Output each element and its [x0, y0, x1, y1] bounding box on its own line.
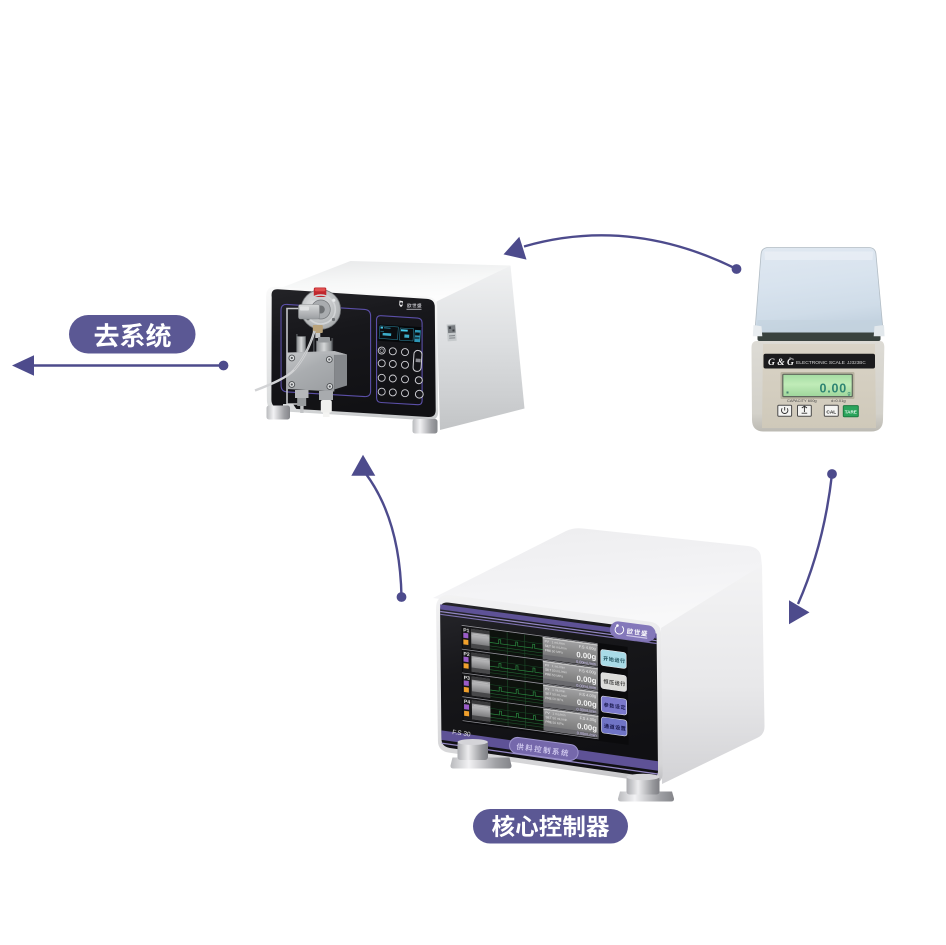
svg-text:1 mL/min: 1 mL/min — [552, 664, 565, 670]
svg-text:SET: SET — [545, 691, 551, 696]
svg-text:P3: P3 — [464, 675, 470, 682]
svg-text:0.00mL/min: 0.00mL/min — [577, 731, 597, 738]
svg-text:50 mL/min: 50 mL/min — [552, 645, 567, 651]
svg-text:PRE: PRE — [545, 672, 552, 677]
svg-text:0.00: 0.00 — [819, 382, 847, 396]
svg-text:50 mL/min: 50 mL/min — [552, 716, 567, 722]
svg-text:50 MPa: 50 MPa — [552, 673, 563, 678]
svg-text:SET: SET — [545, 644, 551, 649]
svg-text:P4: P4 — [464, 699, 470, 706]
svg-text:F.S 4.00g: F.S 4.00g — [579, 691, 596, 698]
svg-text:50 mL/min: 50 mL/min — [552, 692, 567, 698]
svg-text:P1: P1 — [463, 628, 469, 635]
svg-text:®: ® — [789, 357, 792, 361]
svg-text:PRE: PRE — [545, 720, 552, 725]
svg-text:PV: PV — [545, 663, 550, 668]
svg-text:1 mL/min: 1 mL/min — [552, 688, 565, 694]
svg-text:F.S 4.00g: F.S 4.00g — [579, 668, 596, 675]
svg-text:50 MPa: 50 MPa — [552, 697, 563, 702]
svg-text:PV: PV — [545, 711, 550, 716]
svg-text:F.S 30: F.S 30 — [452, 729, 472, 738]
svg-text:d=0.01g: d=0.01g — [831, 398, 846, 403]
svg-text:PV: PV — [545, 687, 550, 692]
svg-text:PRE: PRE — [545, 648, 552, 653]
svg-text:SET: SET — [545, 715, 551, 720]
svg-text:PRE: PRE — [545, 696, 552, 701]
svg-text:F.S 4.00g: F.S 4.00g — [580, 715, 597, 722]
svg-text:0.00g: 0.00g — [577, 721, 597, 733]
svg-text:50 mL/min: 50 mL/min — [552, 669, 567, 675]
svg-text:PV: PV — [545, 639, 550, 644]
svg-text:TARE: TARE — [845, 410, 857, 415]
svg-text:0.00g: 0.00g — [577, 698, 597, 710]
svg-text:F.S 4.00g: F.S 4.00g — [579, 644, 596, 651]
svg-text:0.00mL/min: 0.00mL/min — [576, 660, 596, 667]
svg-text:CAPACITY 600g: CAPACITY 600g — [787, 398, 817, 403]
svg-text:SET: SET — [545, 668, 551, 673]
svg-text:ELECTRONIC SCALE: ELECTRONIC SCALE — [796, 360, 846, 366]
svg-text:50 MPa: 50 MPa — [552, 721, 563, 726]
svg-text:G & G: G & G — [768, 358, 794, 368]
svg-text:CAL: CAL — [826, 409, 836, 415]
svg-text:1 mL/min: 1 mL/min — [552, 712, 565, 718]
svg-text:0.00g: 0.00g — [577, 674, 597, 686]
svg-text:1 mL/min: 1 mL/min — [552, 640, 565, 646]
svg-text:0.00mL/min: 0.00mL/min — [576, 684, 596, 691]
svg-text:P2: P2 — [463, 651, 469, 658]
svg-text:0.00g: 0.00g — [576, 650, 596, 662]
svg-text:0.00mL/min: 0.00mL/min — [577, 707, 597, 714]
svg-text:g: g — [848, 391, 851, 397]
svg-text:JJ323BC: JJ323BC — [847, 360, 866, 365]
svg-text:50 MPa: 50 MPa — [552, 649, 563, 654]
